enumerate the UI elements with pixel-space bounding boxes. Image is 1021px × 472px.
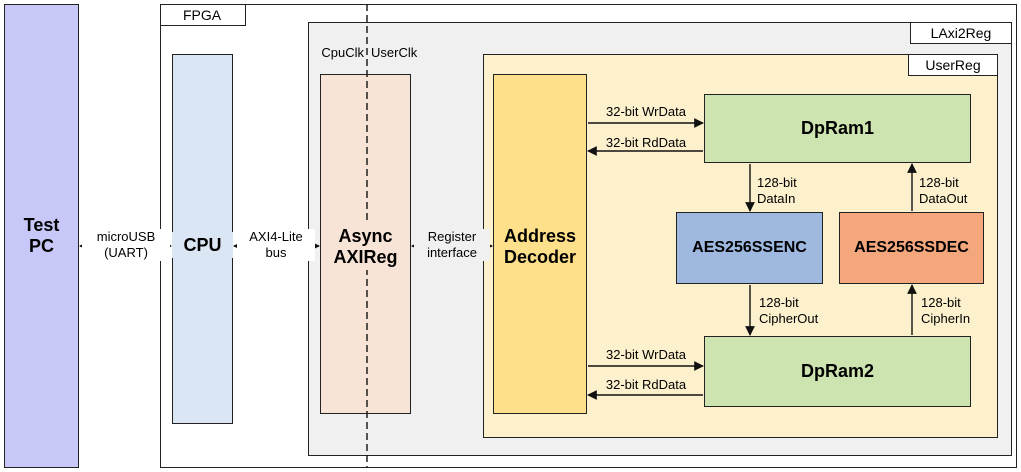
register-interface-label: Register interface [414,229,490,261]
axi4-lite-label: AXI4-Lite bus [237,229,315,261]
dataout-label: 128-bit DataOut [919,175,968,206]
dpram2-block: DpRam2 [704,336,971,407]
dpram1-block: DpRam1 [704,94,971,163]
aes-dec-block: AES256SSDEC [839,212,984,284]
cpuclk-label: CpuClk [321,45,364,60]
wrdata-1-label: 32-bit WrData [606,104,686,119]
userreg-label: UserReg [908,54,998,76]
wrdata-2-label: 32-bit WrData [606,347,686,362]
aes-enc-label: AES256SSENC [692,239,807,256]
aes-dec-label: AES256SSDEC [854,239,969,256]
fpga-label: FPGA [160,4,246,26]
test-pc-block [4,4,79,468]
datain-label: 128-bit DataIn [757,175,797,206]
address-decoder-label: Address Decoder [503,226,577,267]
address-decoder-block [493,74,587,414]
userclk-label: UserClk [371,45,418,60]
cpu-label: CPU [172,232,233,258]
cipherout-label: 128-bit CipherOut [759,295,819,326]
laxi2reg-label: LAxi2Reg [910,22,1012,44]
cipherin-label: 128-bit CipherIn [921,295,971,326]
dpram2-label: DpRam2 [800,361,875,381]
async-axireg-label: Async AXIReg [326,224,405,270]
aes-enc-block: AES256SSENC [676,212,823,284]
rddata-2-label: 32-bit RdData [605,377,687,392]
microusb-label: microUSB (UART) [82,229,170,261]
dpram1-label: DpRam1 [800,118,875,138]
rddata-1-label: 32-bit RdData [605,135,687,150]
